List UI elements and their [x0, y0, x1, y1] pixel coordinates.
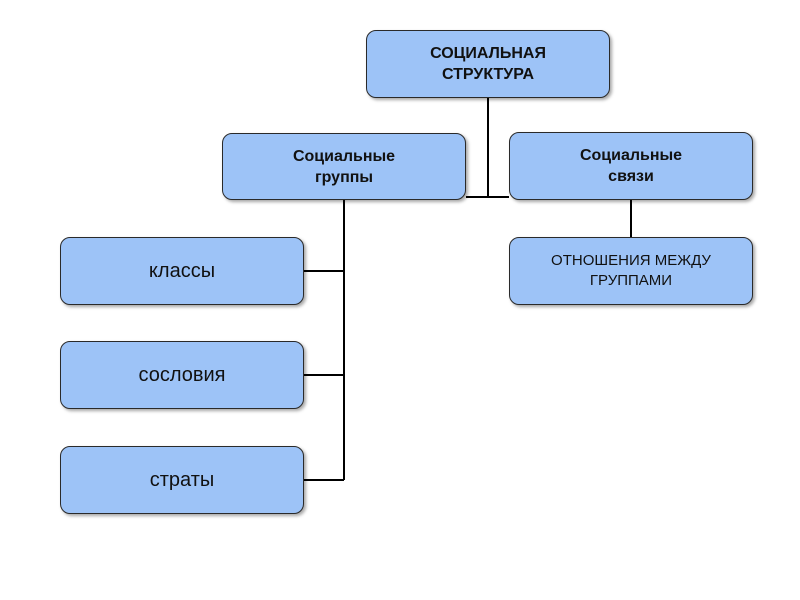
node-strata-label: страты: [149, 468, 215, 491]
node-estates-label: сословия: [138, 363, 226, 386]
node-social-groups-label: Социальные группы: [292, 147, 396, 186]
node-relations-between-groups-label: ОТНОШЕНИЯ МЕЖДУ ГРУППАМИ: [551, 252, 711, 289]
node-strata: страты: [60, 446, 304, 514]
node-social-links: Социальные связи: [509, 132, 753, 200]
node-classes-label: классы: [148, 259, 216, 282]
node-social-structure-label: СОЦИАЛЬНАЯ СТРУКТУРА: [430, 45, 546, 83]
node-classes: классы: [60, 237, 304, 305]
node-social-structure: СОЦИАЛЬНАЯ СТРУКТУРА: [366, 30, 610, 98]
node-relations-between-groups: ОТНОШЕНИЯ МЕЖДУ ГРУППАМИ: [509, 237, 753, 305]
node-estates: сословия: [60, 341, 304, 409]
node-social-groups: Социальные группы: [222, 133, 466, 200]
node-social-links-label: Социальные связи: [579, 147, 683, 185]
